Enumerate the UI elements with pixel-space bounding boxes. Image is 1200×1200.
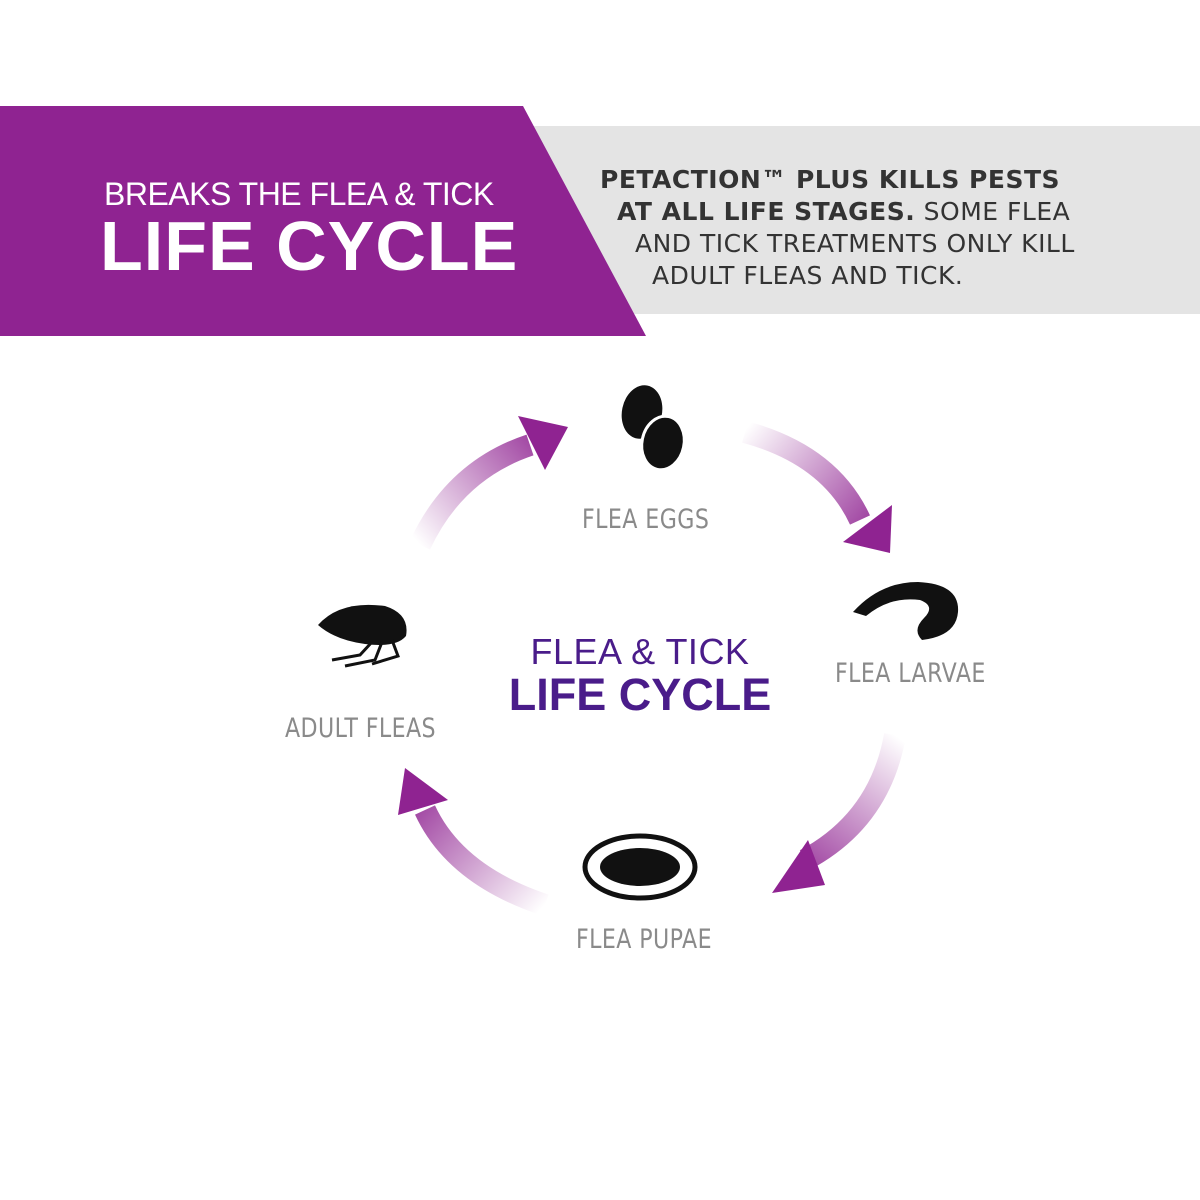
arrow-adult-to-eggs [410,416,568,550]
banner-shapes [0,106,1200,336]
stage-label-adult: ADULT FLEAS [285,713,437,744]
stage-label-eggs: FLEA EGGS [582,504,710,535]
flea-larvae-icon [853,582,959,640]
stage-label-larvae: FLEA LARVAE [835,658,986,689]
purple-band [0,106,646,336]
flea-eggs-icon [621,385,686,472]
claim-line-3: AND TICK TREATMENTS ONLY KILL [635,229,1075,258]
adult-flea-icon [318,604,407,668]
stage-label-pupae: FLEA PUPAE [576,924,712,955]
product-claim: PETACTION™ PLUS KILLS PESTS AT ALL LIFE … [0,0,1200,340]
cycle-center-title: FLEA & TICK LIFE CYCLE [470,632,810,718]
cycle-center-line-1: FLEA & TICK [530,631,750,672]
arrow-pupae-to-adult [398,768,549,916]
headline-big: LIFE CYCLE [100,207,519,285]
arrow-eggs-to-larvae [742,421,892,553]
headline-small: BREAKS THE FLEA & TICK [104,176,494,212]
header-banner: BREAKS THE FLEA & TICK LIFE CYCLE PETACT… [0,0,1200,340]
cycle-center-line-2: LIFE CYCLE [508,669,772,720]
claim-line-2-rest: SOME FLEA [915,197,1071,226]
claim-line-2: AT ALL LIFE STAGES. SOME FLEA [617,196,1070,228]
claim-line-1: PETACTION™ PLUS KILLS PESTS [600,165,1061,194]
flea-pupae-icon [582,833,698,901]
arrow-larvae-to-pupae [772,732,906,893]
claim-line-2-bold: AT ALL LIFE STAGES. [617,197,916,226]
claim-line-4: ADULT FLEAS AND TICK. [652,261,964,290]
